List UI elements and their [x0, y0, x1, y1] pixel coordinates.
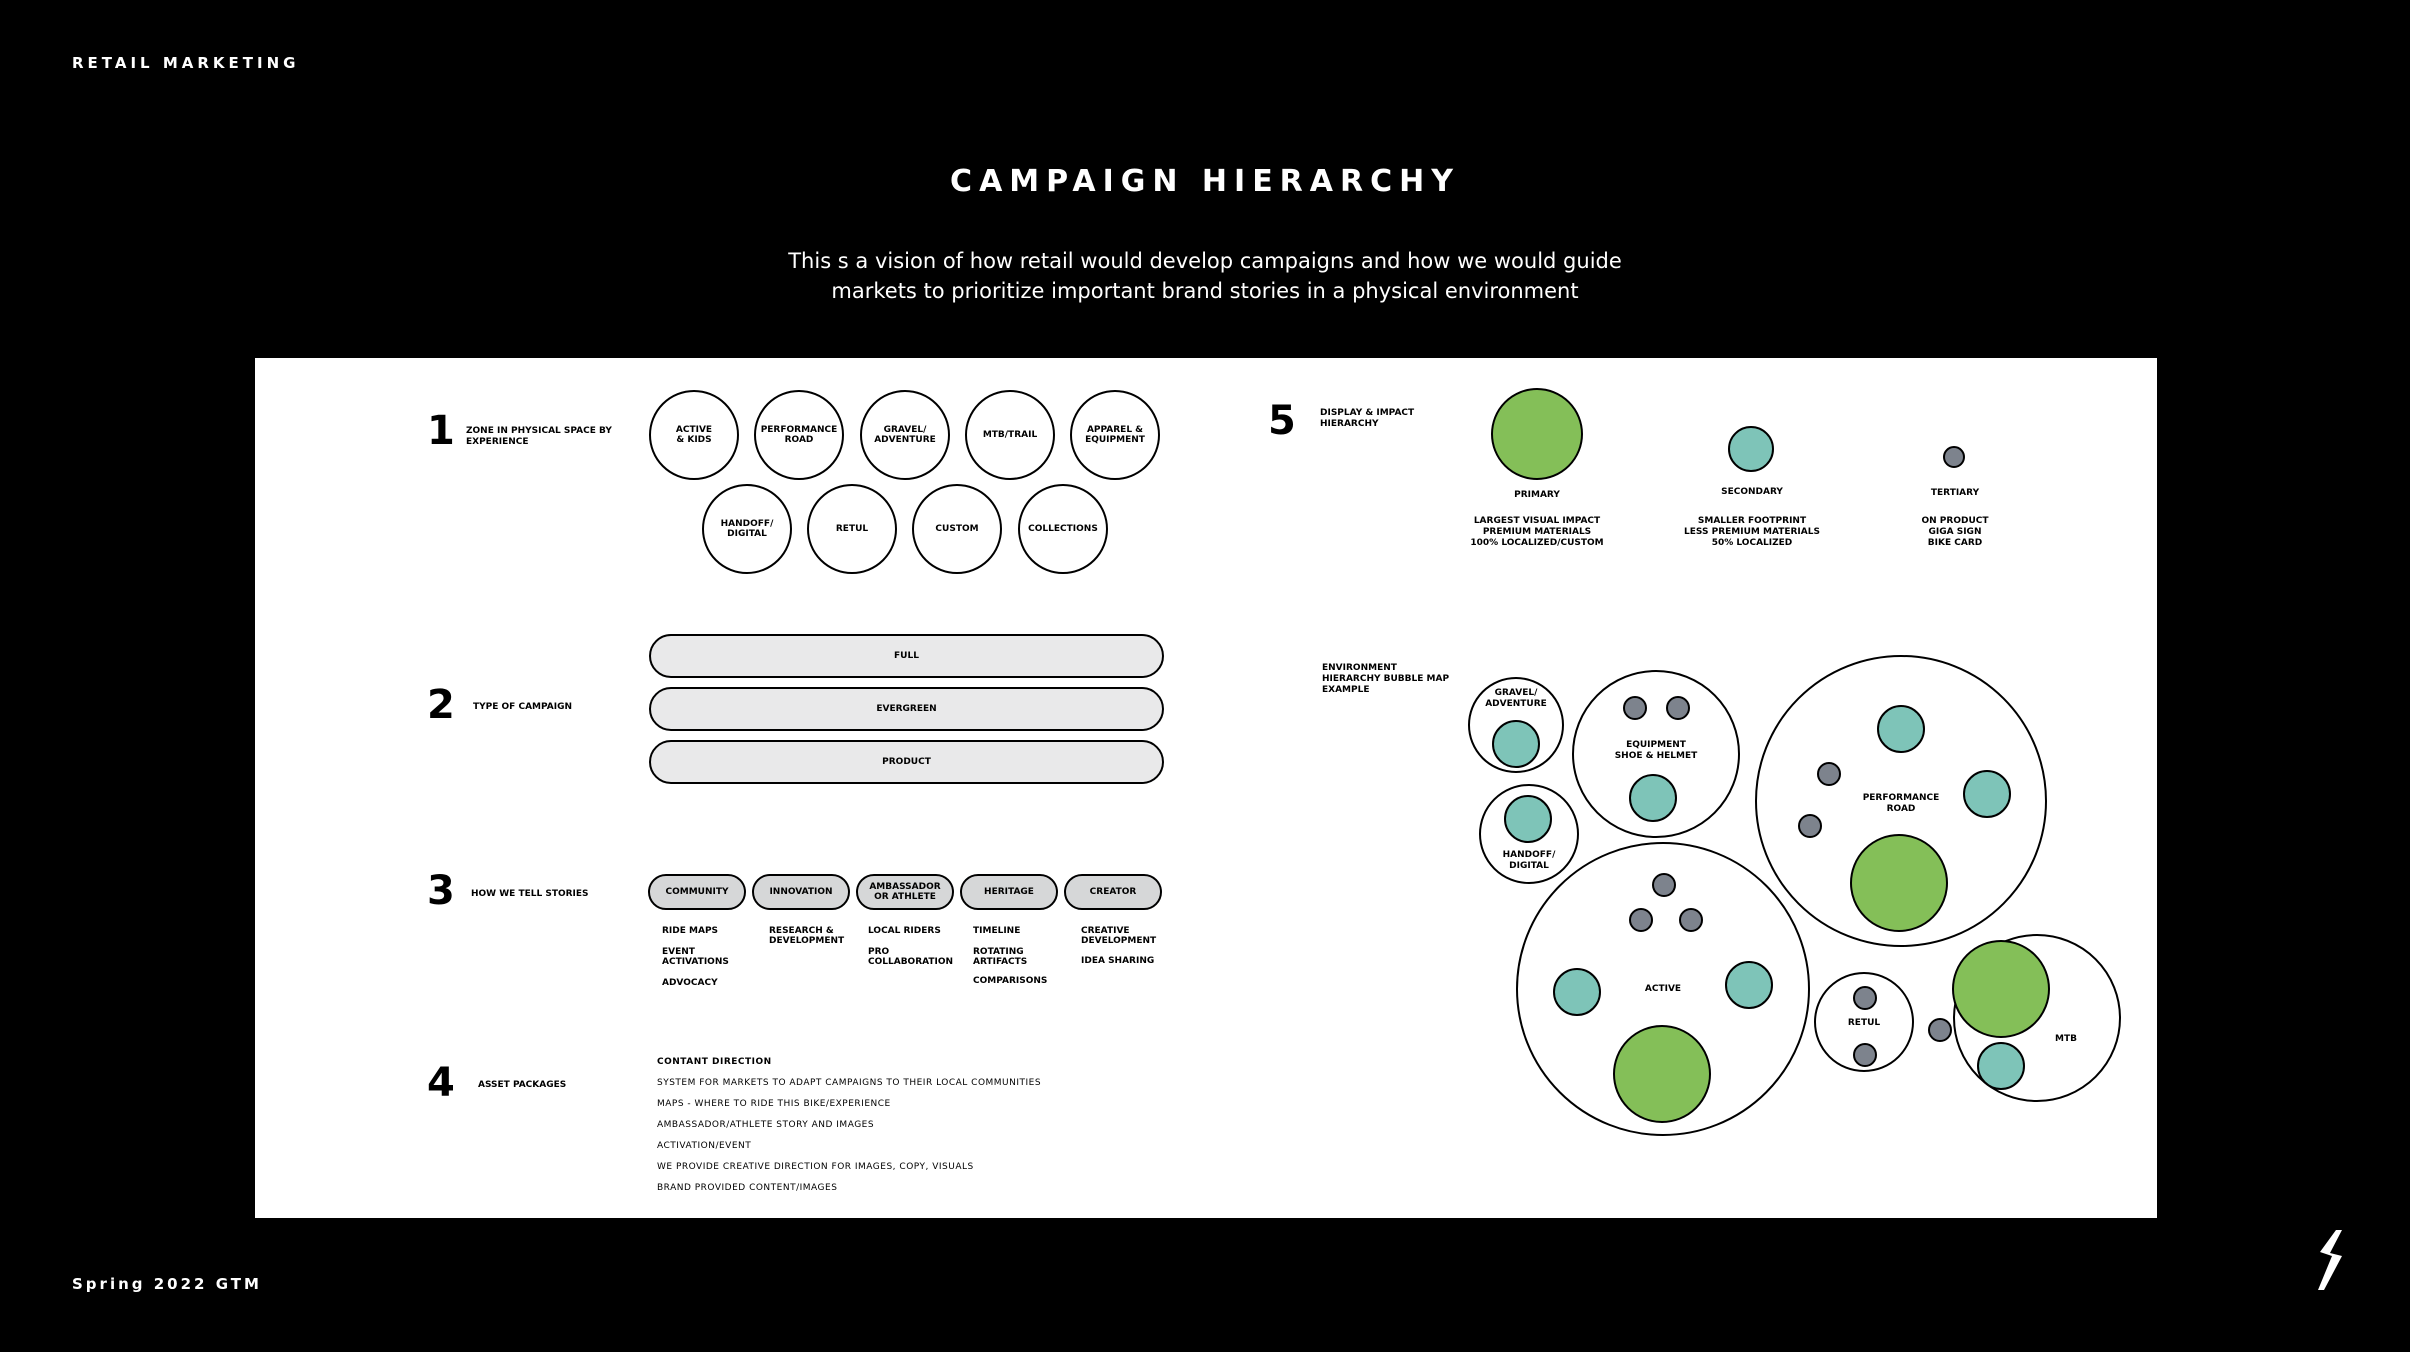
- level-name: SECONDARY: [1721, 487, 1783, 497]
- secondary-bubble: [1492, 720, 1540, 768]
- asset-item: SYSTEM FOR MARKETS TO ADAPT CAMPAIGNS TO…: [657, 1078, 1042, 1088]
- section-label: HOW WE TELL STORIES: [471, 889, 589, 899]
- tertiary-bubble: [1679, 908, 1703, 932]
- secondary-bubble: [1629, 774, 1677, 822]
- zone-circle: PERFORMANCE ROAD: [754, 390, 844, 480]
- zone-circle: RETUL: [807, 484, 897, 574]
- tertiary-bubble: [1817, 762, 1841, 786]
- asset-heading: CONTANT DIRECTION: [657, 1057, 772, 1067]
- subtitle-line: This s a vision of how retail would deve…: [788, 249, 1622, 273]
- bubble-label: PERFORMANCE ROAD: [1862, 793, 1940, 814]
- primary-bubble: [1850, 834, 1948, 932]
- story-item: PRO COLLABORATION: [868, 947, 954, 967]
- level-name: PRIMARY: [1514, 490, 1560, 500]
- story-item: ADVOCACY: [662, 978, 718, 988]
- zone-circle: CUSTOM: [912, 484, 1002, 574]
- zone-bubble-retul: [1814, 972, 1914, 1072]
- zone-bubble-active: [1516, 842, 1810, 1136]
- bubble-label: RETUL: [1847, 1018, 1881, 1028]
- tertiary-bubble: [1853, 986, 1877, 1010]
- primary-bubble: [1613, 1025, 1711, 1123]
- zone-circle: APPAREL & EQUIPMENT: [1070, 390, 1160, 480]
- section-label: ZONE IN PHYSICAL SPACE BY EXPERIENCE: [466, 426, 612, 447]
- story-item: ROTATING ARTIFACTS: [973, 947, 1028, 967]
- section-number: 1: [427, 408, 455, 454]
- level-desc: SMALLER FOOTPRINT LESS PREMIUM MATERIALS…: [1684, 516, 1820, 548]
- story-pillar: COMMUNITY: [648, 874, 746, 910]
- zone-circle: HANDOFF/ DIGITAL: [702, 484, 792, 574]
- story-item: RESEARCH & DEVELOPMENT: [769, 926, 845, 946]
- tertiary-bubble: [1623, 696, 1647, 720]
- footer-text: Spring 2022 GTM: [72, 1275, 262, 1293]
- zone-circle: ACTIVE & KIDS: [649, 390, 739, 480]
- level-name: TERTIARY: [1930, 488, 1980, 498]
- zone-bubble-equipment: [1572, 670, 1740, 838]
- section-number: 2: [427, 682, 455, 728]
- tertiary-circle: [1943, 446, 1965, 468]
- story-item: COMPARISONS: [973, 976, 1048, 986]
- story-item: CREATIVE DEVELOPMENT: [1081, 926, 1157, 946]
- section-number: 5: [1268, 398, 1296, 444]
- section-label: ASSET PACKAGES: [478, 1080, 567, 1090]
- campaign-type-bar: EVERGREEN: [649, 687, 1164, 731]
- subtitle-line: markets to prioritize important brand st…: [831, 279, 1579, 303]
- page-subtitle: This s a vision of how retail would deve…: [705, 246, 1705, 306]
- secondary-bubble: [1725, 961, 1773, 1009]
- asset-item: MAPS - WHERE TO RIDE THIS BIKE/EXPERIENC…: [657, 1099, 891, 1109]
- secondary-bubble: [1977, 1042, 2025, 1090]
- secondary-bubble: [1504, 795, 1552, 843]
- bubble-label: HANDOFF/ DIGITAL: [1502, 850, 1556, 871]
- brand-label: RETAIL MARKETING: [72, 54, 300, 72]
- tertiary-bubble: [1798, 814, 1822, 838]
- tertiary-bubble: [1652, 873, 1676, 897]
- primary-circle: [1491, 388, 1583, 480]
- story-item: LOCAL RIDERS: [868, 926, 941, 936]
- tertiary-bubble: [1666, 696, 1690, 720]
- tertiary-bubble: [1853, 1043, 1877, 1067]
- bubble-map-label: ENVIRONMENT HIERARCHY BUBBLE MAP EXAMPLE: [1322, 663, 1450, 695]
- campaign-type-bar: PRODUCT: [649, 740, 1164, 784]
- secondary-bubble: [1963, 770, 2011, 818]
- campaign-type-bar: FULL: [649, 634, 1164, 678]
- story-pillar: INNOVATION: [752, 874, 850, 910]
- bubble-diagram: [1468, 388, 2121, 1136]
- story-item: TIMELINE: [973, 926, 1021, 936]
- bubble-label: GRAVEL/ ADVENTURE: [1485, 688, 1547, 709]
- zone-circle: MTB/TRAIL: [965, 390, 1055, 480]
- zone-bubble-performance-road: [1755, 655, 2047, 947]
- section-number: 4: [427, 1060, 455, 1106]
- page-title: CAMPAIGN HIERARCHY: [950, 164, 1460, 199]
- section-label: DISPLAY & IMPACT HIERARCHY: [1320, 408, 1415, 429]
- secondary-bubble: [1877, 705, 1925, 753]
- level-desc: ON PRODUCT GIGA SIGN BIKE CARD: [1921, 516, 1989, 548]
- tertiary-bubble: [1629, 908, 1653, 932]
- bubble-label: MTB: [2055, 1034, 2077, 1044]
- bubble-label: EQUIPMENT SHOE & HELMET: [1614, 740, 1698, 761]
- asset-item: BRAND PROVIDED CONTENT/IMAGES: [657, 1183, 838, 1193]
- bubble-label: ACTIVE: [1644, 984, 1682, 994]
- secondary-circle: [1728, 426, 1774, 472]
- story-pillar: CREATOR: [1064, 874, 1162, 910]
- story-item: RIDE MAPS: [662, 926, 719, 936]
- asset-item: WE PROVIDE CREATIVE DIRECTION FOR IMAGES…: [657, 1162, 974, 1172]
- zone-circle: COLLECTIONS: [1018, 484, 1108, 574]
- story-item: IDEA SHARING: [1081, 956, 1155, 966]
- primary-bubble: [1952, 940, 2050, 1038]
- tertiary-bubble: [1928, 1018, 1952, 1042]
- secondary-bubble: [1553, 968, 1601, 1016]
- zone-circle: GRAVEL/ ADVENTURE: [860, 390, 950, 480]
- section-label: TYPE OF CAMPAIGN: [473, 702, 572, 712]
- story-pillar: AMBASSADOR OR ATHLETE: [856, 874, 954, 910]
- story-pillar: HERITAGE: [960, 874, 1058, 910]
- specialized-s-logo-icon: [2318, 1230, 2342, 1290]
- story-item: EVENT ACTIVATIONS: [662, 947, 729, 967]
- level-desc: LARGEST VISUAL IMPACT PREMIUM MATERIALS …: [1470, 516, 1604, 548]
- asset-item: ACTIVATION/EVENT: [657, 1141, 752, 1151]
- hierarchy-panel: 1 ZONE IN PHYSICAL SPACE BY EXPERIENCE A…: [255, 358, 2157, 1218]
- section-number: 3: [427, 868, 455, 914]
- asset-item: AMBASSADOR/ATHLETE STORY AND IMAGES: [657, 1120, 875, 1130]
